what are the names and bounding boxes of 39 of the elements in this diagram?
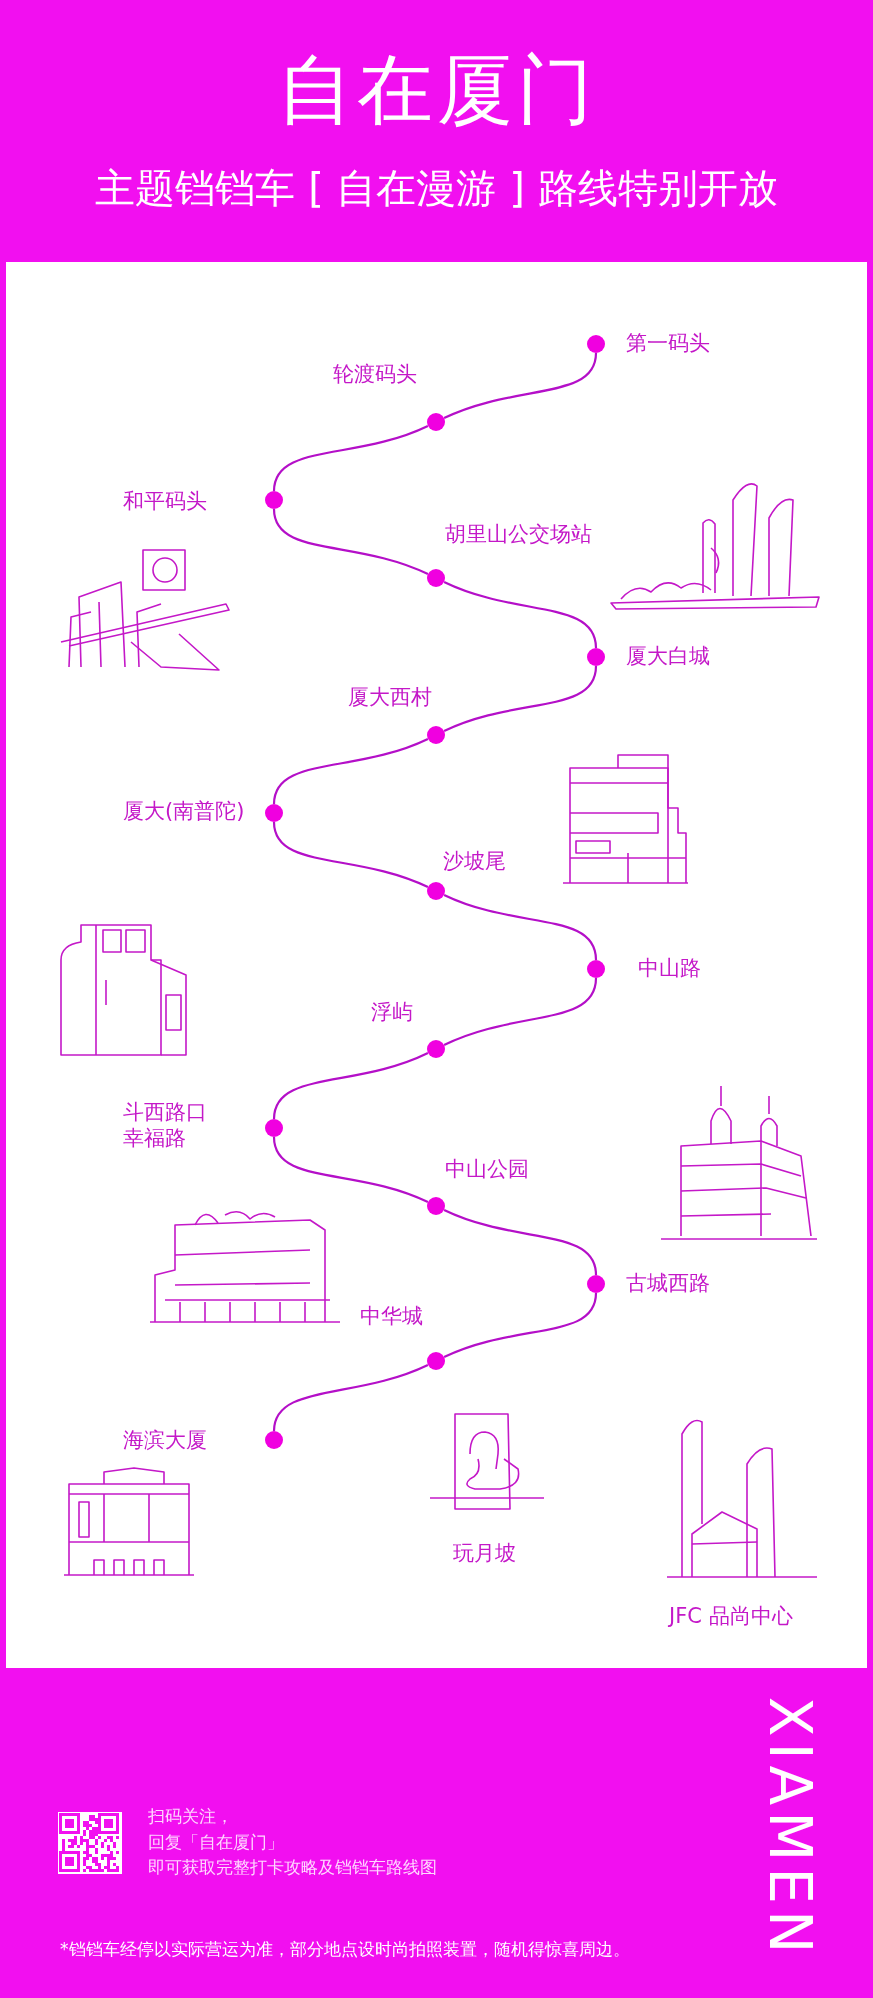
route-line — [443, 1292, 598, 1359]
note-text: 即可获取完整打卡攻略及铛铛车路线图 — [148, 1859, 437, 1876]
station-name: 第一码头 — [626, 333, 710, 354]
route-line — [272, 1051, 429, 1120]
station-name: 幸福路 — [123, 1128, 186, 1149]
station-name: 中华城 — [360, 1306, 423, 1327]
station-name: 胡里山公交场站 — [445, 524, 592, 545]
landmark-name: 玩月坡 — [453, 1543, 516, 1564]
route-line — [272, 1136, 429, 1204]
station-name: 海滨大厦 — [123, 1430, 207, 1451]
route-line — [443, 580, 598, 649]
route-line — [443, 665, 598, 733]
footnote: *铛铛车经停以实际营运为准，部分地点设时尚拍照装置，随机得惊喜周边。 — [60, 1941, 630, 1958]
station-name: 厦大白城 — [626, 646, 710, 667]
note-text: 回复「自在厦门」 — [148, 1834, 284, 1851]
note-text: 扫码关注， — [148, 1808, 233, 1825]
route-line — [272, 737, 429, 805]
route-line — [272, 821, 429, 889]
station-name: 厦大西村 — [348, 687, 432, 708]
route-line — [443, 352, 598, 420]
route-line — [443, 977, 598, 1047]
subtitle: 主题铛铛车 [ 自在漫游 ] 路线特别开放 — [94, 168, 779, 208]
station-name: 中山公园 — [445, 1159, 529, 1180]
route-line — [272, 508, 429, 576]
station-name: 斗西路口 — [123, 1102, 207, 1123]
route-line — [443, 893, 598, 961]
station-name: 浮屿 — [371, 1002, 413, 1023]
route-line — [443, 1208, 598, 1276]
title: 自在厦门 — [275, 52, 598, 128]
station-name: 和平码头 — [123, 491, 207, 512]
station-name: 沙坡尾 — [443, 851, 506, 872]
route-line — [272, 424, 429, 492]
station-name: 轮渡码头 — [333, 364, 417, 385]
station-name: 厦大(南普陀) — [123, 801, 245, 822]
route-line — [272, 1363, 429, 1432]
station-name: 古城西路 — [626, 1273, 710, 1294]
station-name: 中山路 — [638, 958, 701, 979]
landmark-name: JFC 品尚中心 — [669, 1606, 793, 1627]
vertical-word: XIAMEN — [761, 1696, 819, 1960]
